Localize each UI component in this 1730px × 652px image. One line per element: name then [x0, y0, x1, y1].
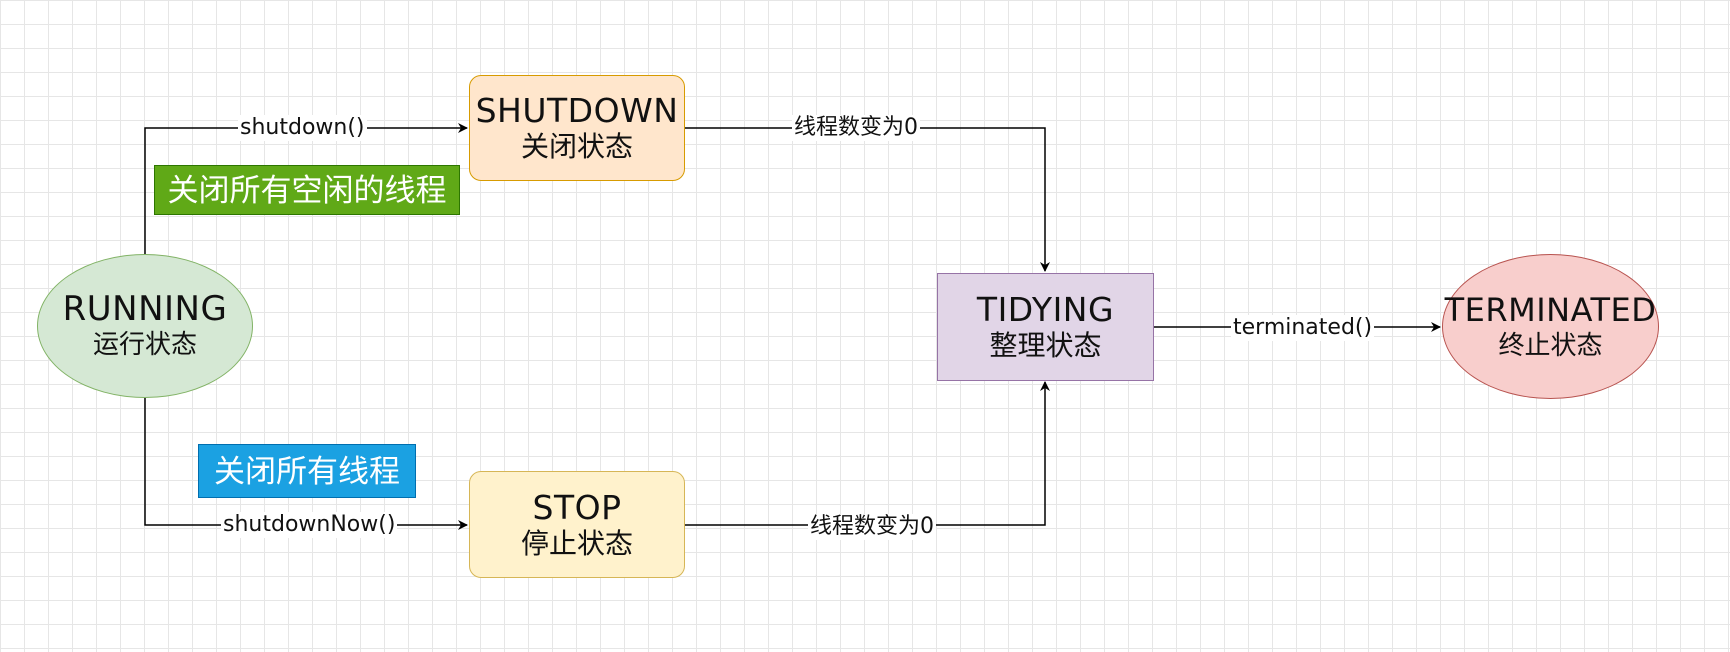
node-stop: STOP 停止状态 — [469, 471, 685, 578]
node-terminated-subtitle: 终止状态 — [1498, 330, 1603, 361]
edge-label-shutdown: shutdown() — [238, 115, 367, 141]
note-close-idle-threads: 关闭所有空闲的线程 — [154, 165, 460, 215]
node-running: RUNNING 运行状态 — [37, 254, 253, 398]
node-tidying-subtitle: 整理状态 — [989, 329, 1102, 362]
node-tidying: TIDYING 整理状态 — [937, 273, 1154, 381]
edge-shutdown-to-tidying — [684, 127, 1050, 272]
node-terminated-title: TERMINATED — [1444, 290, 1657, 329]
node-stop-title: STOP — [532, 487, 622, 527]
edge-label-terminated: terminated() — [1231, 315, 1375, 341]
node-shutdown-subtitle: 关闭状态 — [520, 130, 633, 163]
edge-label-stop-to-tidying: 线程数变为0 — [808, 514, 936, 540]
node-running-title: RUNNING — [62, 289, 228, 329]
node-tidying-title: TIDYING — [976, 290, 1115, 329]
node-shutdown-title: SHUTDOWN — [475, 91, 679, 130]
node-terminated: TERMINATED 终止状态 — [1442, 254, 1659, 399]
edge-label-shutdown-to-tidying: 线程数变为0 — [792, 115, 920, 141]
edge-stop-to-tidying — [684, 381, 1050, 526]
note-close-all-threads: 关闭所有线程 — [198, 444, 416, 498]
node-stop-subtitle: 停止状态 — [520, 526, 633, 560]
node-shutdown: SHUTDOWN 关闭状态 — [469, 75, 685, 181]
node-running-subtitle: 运行状态 — [92, 330, 197, 360]
edge-label-shutdown-now: shutdownNow() — [221, 512, 398, 538]
